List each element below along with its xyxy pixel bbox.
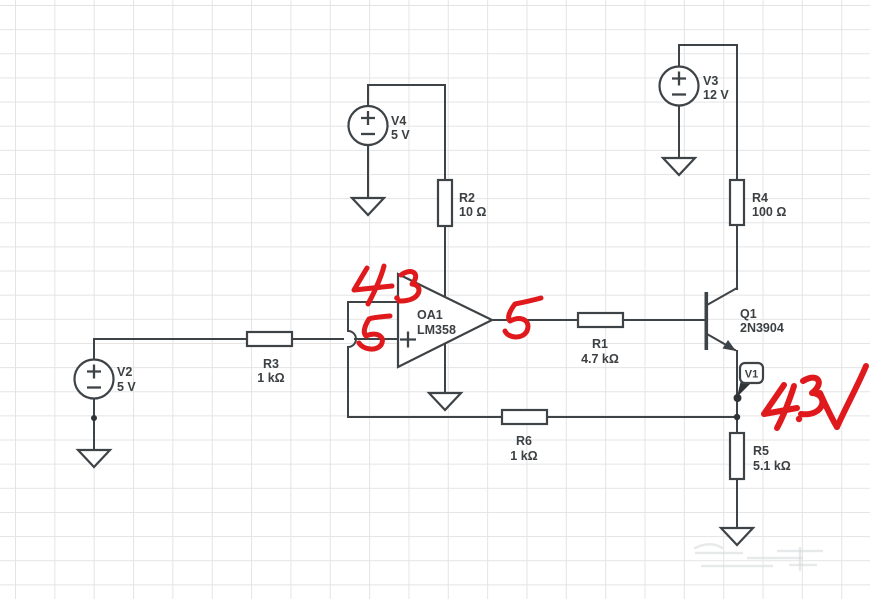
wire-v2-to-r3[interactable] xyxy=(93,338,248,360)
r5-body[interactable] xyxy=(728,431,746,481)
annotation-opamp-output xyxy=(502,295,544,340)
v3-name: V3 xyxy=(703,74,718,88)
vsource-v2[interactable]: V2 5 V xyxy=(73,358,137,422)
v2-name: V2 xyxy=(117,365,132,379)
r1-value: 4.7 kΩ xyxy=(581,352,619,366)
resistor-r6[interactable]: R6 1 kΩ xyxy=(500,408,549,463)
r1-body[interactable] xyxy=(576,311,625,329)
r2-name: R2 xyxy=(459,191,475,205)
junction-dot-v2 xyxy=(91,415,97,421)
r5-name: R5 xyxy=(753,444,769,458)
resistor-r5[interactable]: R5 5.1 kΩ xyxy=(728,431,791,481)
r1-name: R1 xyxy=(592,337,608,351)
r4-body[interactable] xyxy=(728,178,746,227)
r4-name: R4 xyxy=(752,191,768,205)
r2-value: 10 Ω xyxy=(459,205,486,219)
resistor-r1[interactable]: R1 4.7 kΩ xyxy=(576,311,625,366)
probe-box[interactable] xyxy=(738,361,765,385)
ground-v3[interactable] xyxy=(660,156,698,177)
resistor-r2[interactable]: R2 10 Ω xyxy=(436,178,486,228)
wire-v4-to-r2[interactable] xyxy=(367,84,446,181)
q1-name: Q1 xyxy=(740,307,757,321)
r4-value: 100 Ω xyxy=(752,205,786,219)
probe-node-dot xyxy=(733,394,742,402)
ground-opamp[interactable] xyxy=(426,391,464,412)
annotation-dot xyxy=(795,415,803,423)
q1-emitter-arrow-icon xyxy=(722,340,736,351)
ground-r5[interactable] xyxy=(718,526,756,547)
r6-value: 1 kΩ xyxy=(510,449,537,463)
transistor-q1[interactable]: Q1 2N3904 xyxy=(704,286,784,352)
annotation-probe-voltage xyxy=(761,363,869,431)
v3-plus-icon xyxy=(672,71,686,86)
r3-body[interactable] xyxy=(245,330,294,348)
probe-v1[interactable]: V1 xyxy=(733,361,765,402)
r6-name: R6 xyxy=(516,434,532,448)
v2-body[interactable] xyxy=(73,358,115,400)
junction-dot-emitter xyxy=(733,413,741,421)
r2-body[interactable] xyxy=(436,178,454,228)
watermark xyxy=(693,543,824,572)
ground-v2[interactable] xyxy=(75,448,113,469)
wire-hop-arc xyxy=(346,329,357,349)
wires xyxy=(93,44,739,529)
ground-v4[interactable] xyxy=(349,196,387,217)
v2-value: 5 V xyxy=(117,380,136,394)
v2-plus-icon xyxy=(87,364,101,379)
wire-v3-to-r4[interactable] xyxy=(678,44,738,181)
annotation-noninverting-input xyxy=(356,313,393,352)
v3-body[interactable] xyxy=(658,65,700,107)
vsource-v3[interactable]: V3 12 V xyxy=(658,65,730,107)
wire-feedback-left[interactable] xyxy=(347,301,399,418)
resistor-r4[interactable]: R4 100 Ω xyxy=(728,178,786,227)
r5-value: 5.1 kΩ xyxy=(753,459,791,473)
v4-body[interactable] xyxy=(347,104,389,147)
r3-value: 1 kΩ xyxy=(257,371,284,385)
v4-plus-icon xyxy=(361,111,375,125)
vsource-v4[interactable]: V4 5 V xyxy=(347,104,411,147)
oa1-part: LM358 xyxy=(417,323,456,337)
q1-base-bar[interactable] xyxy=(704,292,709,350)
oa1-name: OA1 xyxy=(417,308,443,322)
oa1-noninverting-icon xyxy=(400,331,416,348)
ground-symbols xyxy=(75,156,756,547)
v4-name: V4 xyxy=(391,114,406,128)
r3-name: R3 xyxy=(263,357,279,371)
annotation-inverting-input xyxy=(351,263,422,307)
r6-body[interactable] xyxy=(500,408,549,426)
resistor-r3[interactable]: R3 1 kΩ xyxy=(245,330,294,385)
v3-value: 12 V xyxy=(703,88,729,102)
q1-collector-lead xyxy=(705,286,739,307)
probe-label: V1 xyxy=(745,369,758,381)
oa1-body[interactable] xyxy=(396,272,495,369)
probe-pointer xyxy=(737,380,750,397)
q1-part: 2N3904 xyxy=(740,321,784,335)
v4-value: 5 V xyxy=(391,128,410,142)
